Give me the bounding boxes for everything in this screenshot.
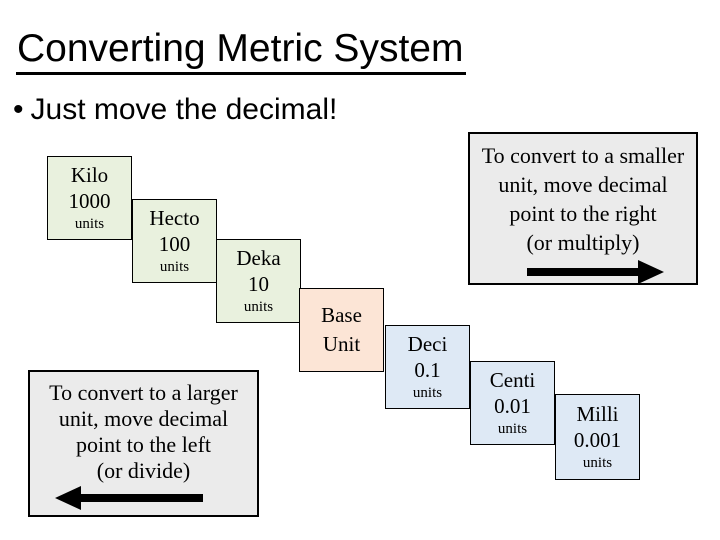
callout-smaller-unit: To convert to a smaller unit, move decim…: [468, 132, 698, 285]
step-label: Hecto: [149, 206, 200, 230]
step-label: Deka: [236, 246, 281, 270]
step-box-deka: Deka 10 units: [216, 239, 301, 323]
step-units: units: [582, 455, 613, 471]
step-box-milli: Milli 0.001 units: [555, 394, 640, 480]
step-value: 1000: [68, 189, 111, 213]
callout-text-line: (or divide): [96, 458, 191, 483]
step-label: Base Unit: [321, 303, 362, 356]
step-units: units: [497, 421, 528, 437]
callout-text-line: unit, move decimal: [498, 172, 668, 197]
bullet-line: •Just move the decimal!: [13, 92, 337, 128]
step-units: units: [159, 259, 190, 275]
step-value: 0.01: [494, 394, 531, 418]
step-value: 0.1: [414, 358, 441, 382]
left-arrow-icon: [55, 486, 203, 510]
callout-text-line: unit, move decimal: [58, 406, 229, 431]
callout-text-line: point to the right: [509, 201, 657, 226]
step-label: Centi: [489, 368, 536, 392]
step-box-kilo: Kilo 1000 units: [47, 156, 132, 240]
callout-text-line: To convert to a smaller: [481, 143, 685, 168]
step-value: 10: [248, 272, 269, 296]
callout-text-line: point to the left: [75, 432, 212, 457]
step-value: 0.001: [573, 428, 622, 452]
step-label: Kilo: [70, 163, 109, 187]
right-arrow-icon: [527, 260, 664, 284]
step-units: units: [243, 299, 274, 315]
step-label: Deci: [407, 332, 448, 356]
step-units: units: [74, 216, 105, 232]
step-box-base-unit: Base Unit: [299, 288, 384, 372]
step-box-centi: Centi 0.01 units: [470, 361, 555, 445]
step-box-deci: Deci 0.1 units: [385, 325, 470, 409]
bullet-marker: •: [13, 93, 24, 126]
step-label: Milli: [576, 402, 619, 426]
slide-title: Converting Metric System: [16, 27, 467, 75]
step-value: 100: [158, 232, 191, 256]
bullet-text: Just move the decimal!: [30, 93, 338, 126]
callout-text-line: (or multiply): [526, 230, 640, 255]
callout-larger-unit: To convert to a larger unit, move decima…: [28, 370, 259, 517]
step-box-hecto: Hecto 100 units: [132, 199, 217, 283]
step-units: units: [412, 385, 443, 401]
callout-text-line: To convert to a larger: [49, 380, 238, 405]
